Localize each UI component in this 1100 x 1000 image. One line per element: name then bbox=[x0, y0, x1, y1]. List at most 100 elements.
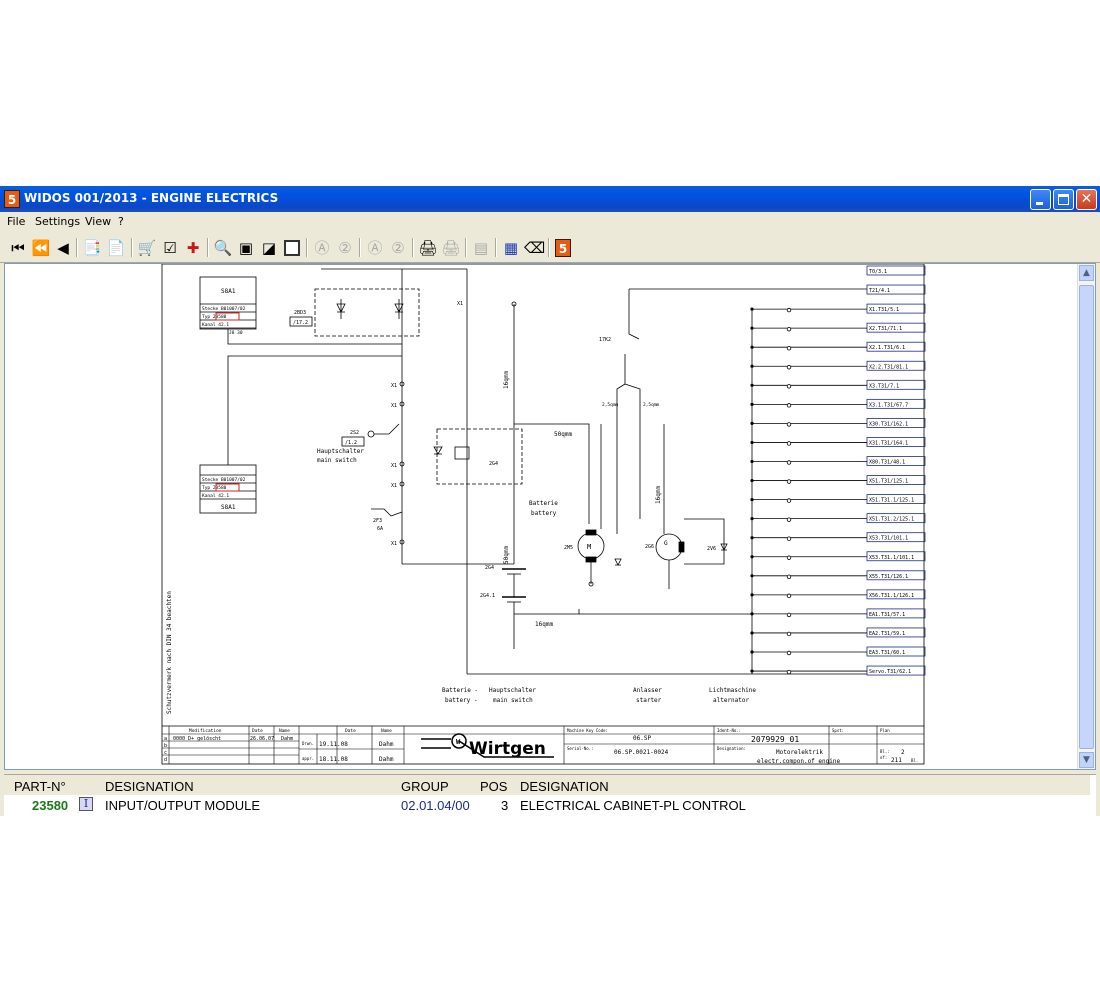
maximize-button[interactable] bbox=[1053, 189, 1074, 210]
eraser-icon[interactable]: ⌫ bbox=[524, 239, 546, 257]
col-group: GROUP bbox=[401, 779, 449, 794]
reference-box bbox=[866, 646, 926, 657]
junction-dot bbox=[750, 612, 754, 616]
fuse-rating: 6A bbox=[377, 526, 383, 532]
part-group[interactable]: 02.01.04/00 bbox=[401, 798, 470, 813]
reference-label: T21/4.1 bbox=[869, 288, 890, 294]
wire-label: 16qmm bbox=[655, 486, 662, 504]
junction-dot bbox=[750, 669, 754, 673]
doc-forward-icon[interactable]: 📄 bbox=[106, 239, 126, 257]
reference-label: X53.T31.1/101.1 bbox=[869, 555, 914, 561]
col-pos: POS bbox=[480, 779, 508, 794]
menu-view[interactable]: View bbox=[85, 215, 112, 228]
page-icon[interactable]: ▣ bbox=[238, 239, 254, 257]
section-label-de: Batterie - bbox=[442, 687, 478, 694]
two-circle-icon[interactable]: ② bbox=[338, 239, 352, 257]
print-disabled-icon[interactable]: 🖨 bbox=[441, 239, 461, 257]
menu-settings[interactable]: Settings bbox=[35, 215, 81, 228]
print-icon[interactable]: 🖨 bbox=[418, 239, 438, 257]
wiring-diagram[interactable]: Schutzvermerk nach DIN 34 beachten S8A1 … bbox=[159, 264, 927, 769]
terminal-dot bbox=[786, 517, 792, 522]
stack-icon[interactable]: ▤ bbox=[473, 239, 489, 257]
reference-label: X56.T31.1/126.1 bbox=[869, 593, 914, 599]
mod-date: 26.06.07 bbox=[250, 736, 274, 742]
reference-label: T0/3.1 bbox=[869, 269, 887, 275]
reference-box bbox=[866, 589, 926, 600]
reference-label: X51.T31.1/125.1 bbox=[869, 498, 914, 504]
reference-box bbox=[866, 303, 926, 314]
x1-label: X1 bbox=[457, 301, 463, 307]
svg-text:M: M bbox=[587, 543, 591, 551]
reference-label: X55.T31/126.1 bbox=[869, 574, 908, 580]
prev-icon[interactable]: ◀ bbox=[57, 239, 69, 257]
svg-text:G: G bbox=[664, 540, 668, 547]
junction-dot bbox=[750, 402, 754, 406]
toolbar-separator bbox=[465, 238, 467, 257]
ref-page: /17.2 bbox=[293, 320, 308, 326]
tb-header: Name bbox=[279, 728, 290, 734]
section-label-de: Lichtmaschine bbox=[709, 687, 756, 694]
menu-file[interactable]: File bbox=[7, 215, 26, 228]
alternator-label: 2G6 bbox=[645, 544, 654, 550]
reference-box bbox=[866, 437, 926, 447]
toolbar-separator bbox=[306, 238, 308, 257]
brand-text: Wirtgen bbox=[469, 739, 546, 759]
svg-text:of:: of: bbox=[880, 755, 887, 760]
table-row[interactable]: 23580 I INPUT/OUTPUT MODULE 02.01.04/00 … bbox=[4, 796, 1090, 814]
reference-box bbox=[866, 608, 926, 619]
junction-dot bbox=[750, 364, 754, 368]
app-icon: 5 bbox=[4, 190, 20, 208]
vertical-scrollbar[interactable]: ▲ ▼ bbox=[1077, 264, 1095, 769]
reference-label: X3.1.T31/67.7 bbox=[869, 402, 908, 408]
menu-help[interactable]: ? bbox=[118, 215, 124, 228]
terminal-dot bbox=[786, 593, 792, 599]
doc-back-icon[interactable]: 📑 bbox=[82, 239, 102, 257]
col-part-no: PART-N° bbox=[14, 779, 66, 794]
mod-name: Dahm bbox=[281, 736, 293, 742]
grid-icon[interactable]: ▦ bbox=[503, 239, 519, 257]
zoom-in-icon[interactable]: 🔍 bbox=[213, 239, 233, 257]
main-switch-de: Hauptschalter bbox=[317, 448, 364, 455]
module-row: Kanal 42.1 bbox=[202, 493, 229, 499]
frame-icon[interactable] bbox=[282, 238, 302, 258]
section-label-en: main switch bbox=[493, 697, 533, 704]
scroll-up-button[interactable]: ▲ bbox=[1079, 265, 1094, 281]
widos-icon[interactable]: 5 bbox=[555, 239, 571, 257]
cart-icon[interactable]: 🛒 bbox=[137, 239, 157, 257]
fuse-label: 2F3 bbox=[373, 518, 382, 524]
close-button[interactable]: ✕ bbox=[1076, 189, 1097, 210]
minimize-button[interactable] bbox=[1030, 189, 1051, 210]
two-circle-alt-icon[interactable]: ② bbox=[391, 239, 405, 257]
scroll-down-button[interactable]: ▼ bbox=[1079, 752, 1094, 768]
checklist-icon[interactable]: ☑ bbox=[163, 239, 177, 257]
a-circle-icon[interactable]: Ⓐ bbox=[314, 239, 330, 257]
terminal-dot bbox=[786, 536, 792, 541]
right-reference-list: T0/3.1T21/4.1X1.T31/5.1X2.T31/71.1X2.1.T… bbox=[750, 265, 926, 676]
svg-text:appr.: appr. bbox=[302, 756, 314, 761]
page-fit-icon[interactable]: ◪ bbox=[261, 239, 277, 257]
drawing-viewer[interactable]: Schutzvermerk nach DIN 34 beachten S8A1 … bbox=[4, 263, 1096, 770]
section-label-en: alternator bbox=[713, 697, 750, 704]
svg-text:b: b bbox=[164, 743, 167, 749]
part-number[interactable]: 23580 bbox=[32, 798, 69, 813]
reference-box bbox=[866, 513, 926, 524]
reference-label: X2.1.T31/6.1 bbox=[869, 345, 905, 351]
reference-label: X2.2.T31/81.1 bbox=[869, 364, 908, 370]
wire-label: 50qmm bbox=[503, 546, 510, 564]
first-page-icon[interactable]: ⏮ bbox=[11, 239, 25, 257]
info-icon[interactable]: I bbox=[79, 797, 93, 811]
module-row: Typ 23580 bbox=[202, 314, 227, 320]
title-bar[interactable]: 5 WIDOS 001/2013 - ENGINE ELECTRICS ✕ bbox=[0, 186, 1100, 212]
terminal-dot bbox=[786, 669, 792, 675]
drawn-name: Dahm bbox=[379, 741, 394, 748]
add-red-cross-icon[interactable]: ✚ bbox=[186, 239, 200, 257]
scroll-thumb[interactable] bbox=[1079, 285, 1094, 749]
reference-label: X53.T31/101.1 bbox=[869, 536, 908, 542]
junction-dot bbox=[750, 555, 754, 559]
a-circle-alt-icon[interactable]: Ⓐ bbox=[367, 239, 383, 257]
fast-back-icon[interactable]: ⏪ bbox=[31, 239, 51, 257]
main-switch-en: main switch bbox=[317, 457, 357, 464]
reference-box bbox=[866, 265, 926, 276]
toolbar-separator bbox=[76, 238, 78, 257]
junction-dot bbox=[750, 345, 754, 349]
